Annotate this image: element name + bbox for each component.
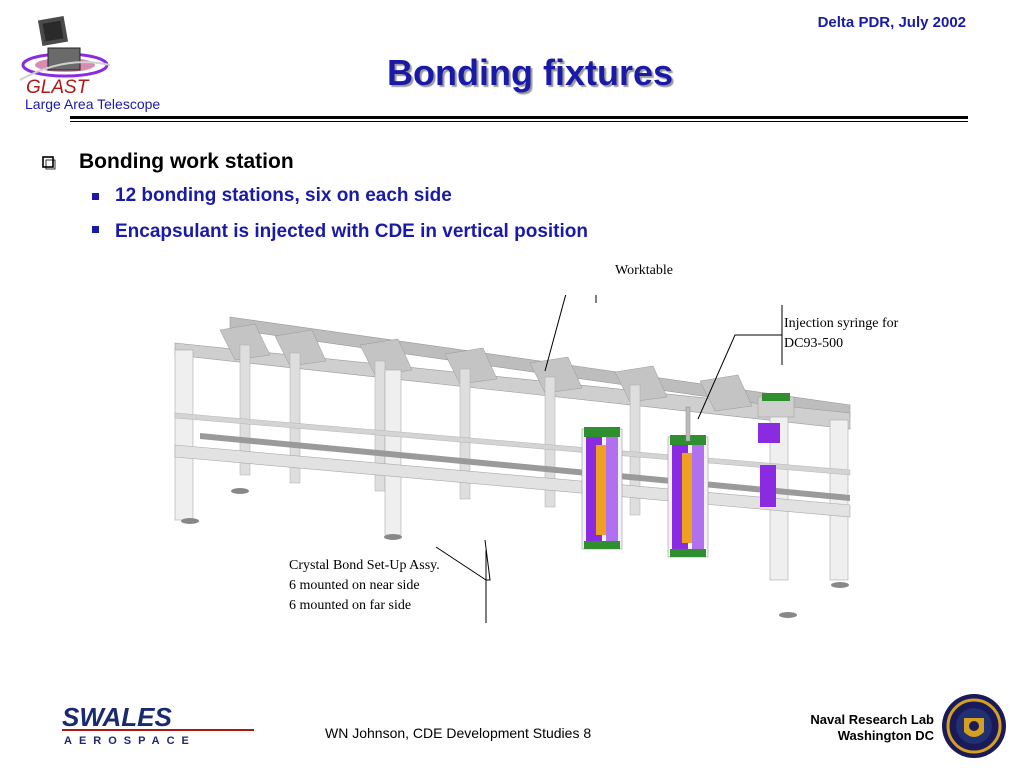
title-rule-thick [70, 116, 968, 119]
callout-injection-syringe: Injection syringe for DC93-500 [784, 314, 944, 354]
bullet-level2-text-2: Encapsulant is injected with CDE in vert… [115, 221, 588, 242]
callout-crystal-bond: Crystal Bond Set-Up Assy. 6 mounted on n… [289, 556, 489, 616]
footer-org: Naval Research Lab Washington DC [810, 712, 934, 744]
swales-aerospace-logo: SWALES AEROSPACE [62, 702, 254, 747]
title-rule-thin [70, 121, 968, 122]
callout-worktable: Worktable [615, 263, 673, 278]
footer-org-line-1: Naval Research Lab [810, 712, 934, 727]
swales-logo-name: SWALES [62, 702, 172, 732]
glast-logo-subtitle: Large Area Telescope [25, 96, 161, 112]
callout-crystal-line-2: 6 mounted on near side [289, 578, 420, 593]
swales-logo-sub: AEROSPACE [64, 735, 196, 747]
glast-logo-icon [19, 15, 111, 81]
bullet-level1-text: Bonding work station [79, 150, 294, 173]
checkbox-bullet-icon [42, 156, 56, 170]
square-bullet-icon [92, 226, 99, 233]
glast-logo-name: GLAST [26, 77, 89, 98]
footer-center-text: WN Johnson, CDE Development Studies 8 [325, 725, 592, 741]
callout-crystal-line-1: Crystal Bond Set-Up Assy. [289, 558, 440, 573]
footer-org-line-2: Washington DC [837, 728, 934, 743]
callout-crystal-line-3: 6 mounted on far side [289, 598, 412, 613]
header-tag: Delta PDR, July 2002 [817, 14, 966, 31]
square-bullet-icon [92, 193, 99, 200]
bullet-level2-text-1: 12 bonding stations, six on each side [115, 185, 452, 206]
callout-syringe-line-2: DC93-500 [784, 336, 844, 351]
page-title: Bonding fixtures [387, 52, 673, 93]
bonding-worktable-drawing [174, 295, 851, 623]
callout-syringe-line-1: Injection syringe for [784, 316, 899, 331]
nrl-seal-icon [942, 694, 1006, 758]
